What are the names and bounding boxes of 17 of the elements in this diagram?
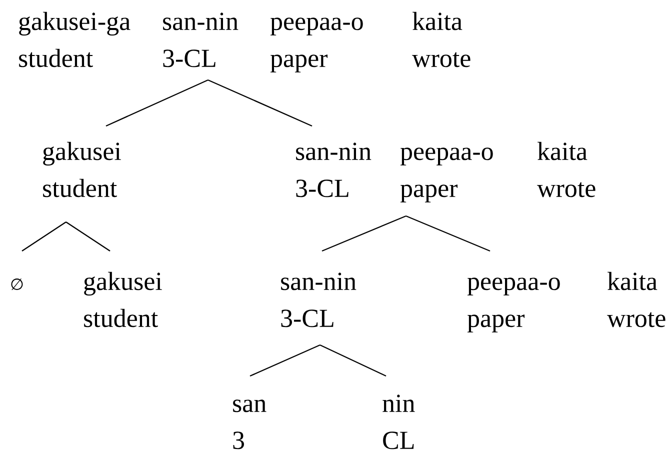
tree-branch <box>22 221 66 252</box>
tree-branch <box>106 79 208 127</box>
gloss-text: gakusei student <box>84 272 162 328</box>
gloss-text: peepaa-o kaita paper wrote <box>467 272 666 332</box>
tree-branch <box>320 344 386 377</box>
gloss-text: gakusei-ga san-nin peepaa-o kaita student 3-CL paper wrote <box>19 12 470 72</box>
gloss-text: gakusei student <box>43 142 121 198</box>
tree-branch <box>208 79 312 127</box>
gloss-text: ∅ <box>11 278 23 290</box>
gloss-text: san-nin peepaa-o kaita 3-CL paper wrote <box>296 142 596 202</box>
gloss-text: san-nin 3-CL <box>281 272 356 328</box>
gloss-text: san 3 <box>233 400 266 450</box>
tree-branch <box>250 344 320 377</box>
tree-branch <box>322 215 406 252</box>
gloss-text: nin CL <box>382 394 415 450</box>
tree-branch <box>66 221 110 252</box>
tree-branch <box>406 215 490 252</box>
